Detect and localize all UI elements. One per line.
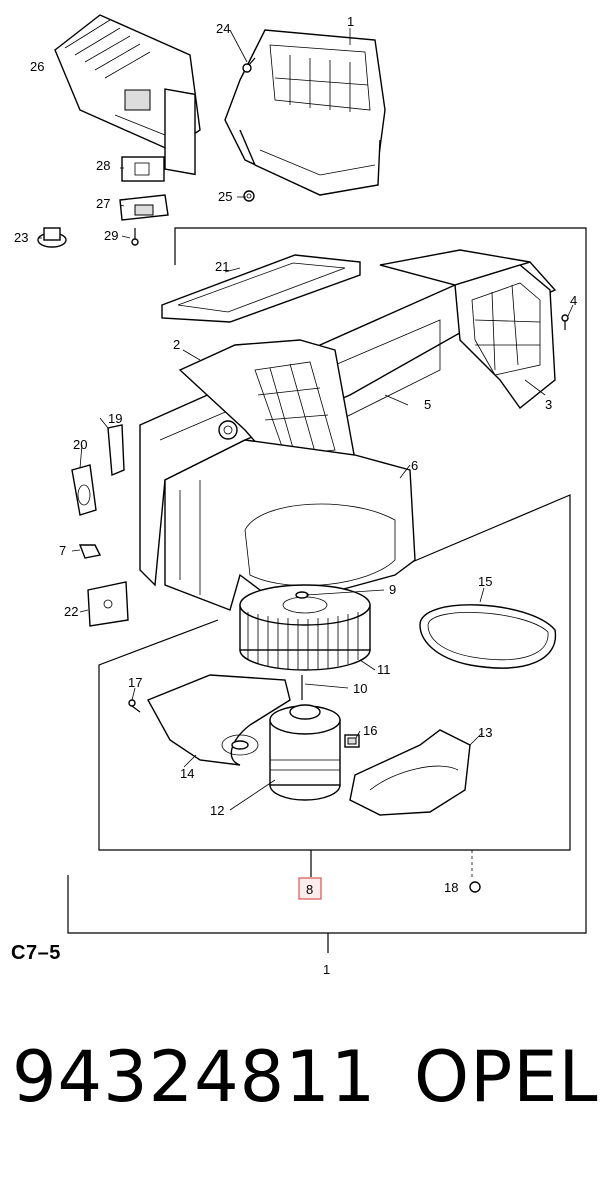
callout-15: 15 — [478, 574, 492, 589]
part-12-blower-motor — [269, 704, 341, 801]
callout-29: 29 — [104, 228, 118, 243]
assembly-frame-lines — [67, 227, 587, 953]
part-21-gasket — [161, 254, 361, 323]
callout-12: 12 — [210, 803, 224, 818]
callout-2: 2 — [173, 337, 180, 352]
callout-5: 5 — [424, 397, 431, 412]
callout-8-highlight: 8 — [298, 877, 322, 900]
callout-24: 24 — [216, 21, 230, 36]
callout-19: 19 — [108, 411, 122, 426]
part-29-screw — [131, 228, 139, 246]
part-26-air-duct — [54, 14, 201, 176]
part-14-lower-cover — [147, 674, 291, 766]
callout-1-bottom: 1 — [323, 962, 330, 977]
part-6-lower-housing — [164, 439, 416, 611]
part-16-connector — [344, 734, 360, 748]
part-27-resistor — [119, 194, 169, 221]
part-4-screw — [561, 314, 569, 330]
callout-11: 11 — [377, 662, 391, 677]
callout-13: 13 — [478, 725, 492, 740]
part-20-lever — [71, 464, 97, 516]
part-13-cover — [349, 729, 471, 816]
section-code: C7–5 — [11, 942, 61, 964]
callout-26: 26 — [30, 59, 44, 74]
callout-18: 18 — [444, 880, 458, 895]
callout-17: 17 — [128, 675, 142, 690]
callout-8: 8 — [306, 882, 313, 897]
callout-6: 6 — [411, 458, 418, 473]
callout-7: 7 — [59, 543, 66, 558]
part-28-gasket — [121, 156, 165, 182]
callout-22: 22 — [64, 604, 78, 619]
part-3-flap-module — [454, 264, 556, 410]
callout-23: 23 — [14, 230, 28, 245]
parts-exploded-diagram: 1 24 26 28 27 25 23 29 21 4 2 3 5 19 20 … — [14, 14, 587, 977]
part-17-screw — [128, 699, 141, 713]
part-number: 94324811 — [12, 1036, 377, 1118]
callout-10: 10 — [353, 681, 367, 696]
callout-labels: 1 24 26 28 27 25 23 29 21 4 2 3 5 19 20 … — [14, 14, 577, 977]
part-7-clip — [78, 544, 102, 559]
callout-16: 16 — [363, 723, 377, 738]
callout-9: 9 — [389, 582, 396, 597]
callout-27: 27 — [96, 196, 110, 211]
brand-name: OPEL — [414, 1036, 599, 1118]
callout-3: 3 — [545, 397, 552, 412]
part-11-blower-wheel — [239, 584, 371, 671]
part-24-screw — [242, 57, 256, 73]
part-23-grommet — [37, 227, 67, 248]
callout-14: 14 — [180, 766, 194, 781]
part-18-nut — [469, 850, 481, 893]
part-25-nut — [243, 190, 255, 202]
part-1-heater-box-top — [224, 29, 386, 196]
callout-4: 4 — [570, 293, 577, 308]
callout-20: 20 — [73, 437, 87, 452]
callout-25: 25 — [218, 189, 232, 204]
leader-lines — [38, 28, 574, 811]
part-22-pad — [87, 581, 129, 627]
part-19-bracket — [107, 424, 125, 477]
callout-21: 21 — [215, 259, 229, 274]
callout-1-top: 1 — [347, 14, 354, 29]
callout-28: 28 — [96, 158, 110, 173]
part-15-seal-ring — [419, 604, 557, 669]
